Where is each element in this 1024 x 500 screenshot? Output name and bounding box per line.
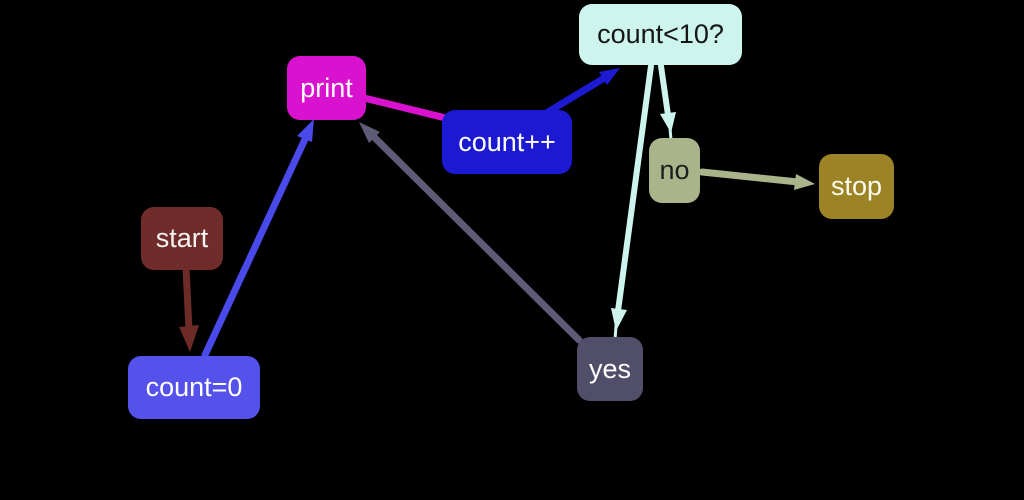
node-count0[interactable]: count=0 (128, 356, 260, 419)
arrowhead (359, 122, 380, 143)
node-start[interactable]: start (141, 207, 223, 270)
node-label: start (155, 223, 209, 253)
edge-line (544, 73, 610, 116)
edge-start-count0 (179, 264, 199, 352)
edge-line (368, 131, 583, 344)
node-label: stop (830, 171, 883, 201)
arrowhead (794, 174, 815, 190)
edge-line (698, 168, 802, 186)
edge-no-stop (698, 168, 815, 190)
node-print[interactable]: print (287, 56, 366, 120)
node-countpp[interactable]: count++ (442, 110, 572, 174)
node-label: no (659, 155, 690, 185)
edge-count0-print (201, 119, 314, 359)
node-no[interactable]: no (649, 138, 700, 203)
node-yes[interactable]: yes (577, 337, 643, 401)
node-cond[interactable]: count<10? (579, 4, 742, 65)
arrowhead (660, 112, 676, 133)
edge-line (201, 133, 310, 359)
node-label: count++ (458, 126, 556, 157)
node-label: print (300, 72, 353, 103)
arrowhead (599, 68, 620, 85)
edge-line (658, 63, 671, 118)
edge-line (615, 63, 654, 314)
node-label: count<10? (597, 19, 724, 49)
edge-yes-print (359, 122, 583, 344)
edge-countpp-cond (544, 68, 620, 116)
edge-line (182, 264, 193, 334)
edge-cond-no (658, 63, 676, 142)
node-label: count=0 (145, 372, 243, 402)
arrowhead (179, 325, 199, 352)
edge-cond-yes (611, 63, 654, 342)
node-stop[interactable]: stop (819, 154, 894, 219)
arrowhead (611, 308, 627, 331)
node-label: yes (588, 353, 632, 384)
arrowhead (297, 119, 314, 142)
